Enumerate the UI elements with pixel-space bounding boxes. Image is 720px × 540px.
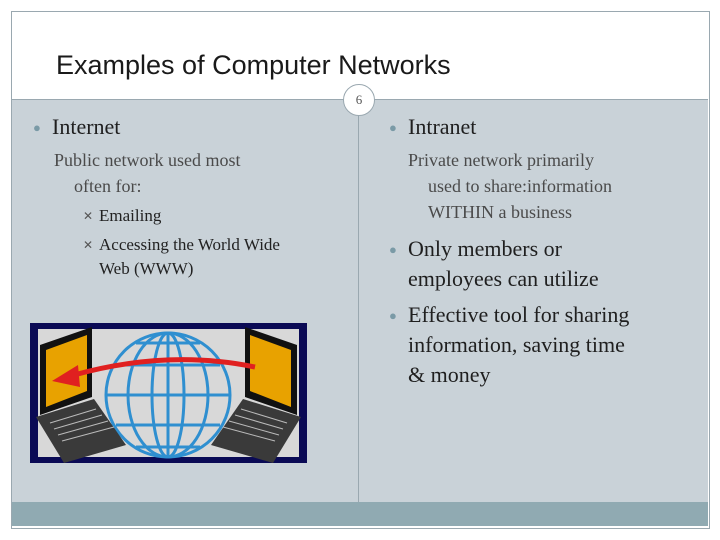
internet-heading: Internet [52, 114, 121, 139]
x-bullet-icon: ✕ [83, 209, 94, 223]
footer-bar [12, 502, 708, 526]
intranet-description-line3: WITHIN a business [428, 202, 572, 222]
round-bullet-icon: ● [389, 242, 397, 257]
intranet-point1-line2: employees can utilize [408, 266, 599, 291]
intranet-point2-line2: information, saving time [408, 332, 625, 357]
internet-item-www-line2: Web (WWW) [99, 259, 194, 278]
slide-number: 6 [343, 84, 375, 116]
round-bullet-icon: ● [389, 120, 397, 135]
intranet-description-line1: Private network primarily [408, 150, 594, 170]
round-bullet-icon: ● [389, 308, 397, 323]
internet-item-www-line1: Accessing the World Wide [99, 235, 280, 254]
intranet-heading: Intranet [408, 114, 477, 139]
internet-description-line2: often for: [74, 176, 142, 196]
round-bullet-icon: ● [33, 120, 41, 135]
intranet-point1-line1: Only members or [408, 236, 562, 261]
column-divider [358, 100, 359, 502]
internet-item-emailing: Emailing [99, 206, 162, 225]
slide-title: Examples of Computer Networks [56, 50, 451, 80]
internet-description-line1: Public network used most [54, 150, 241, 170]
intranet-point2-line3: & money [408, 362, 491, 387]
intranet-point2-line1: Effective tool for sharing [408, 302, 630, 327]
x-bullet-icon: ✕ [83, 238, 94, 252]
internet-laptops-globe-clipart [30, 323, 307, 463]
intranet-description-line2: used to share:information [428, 176, 612, 196]
